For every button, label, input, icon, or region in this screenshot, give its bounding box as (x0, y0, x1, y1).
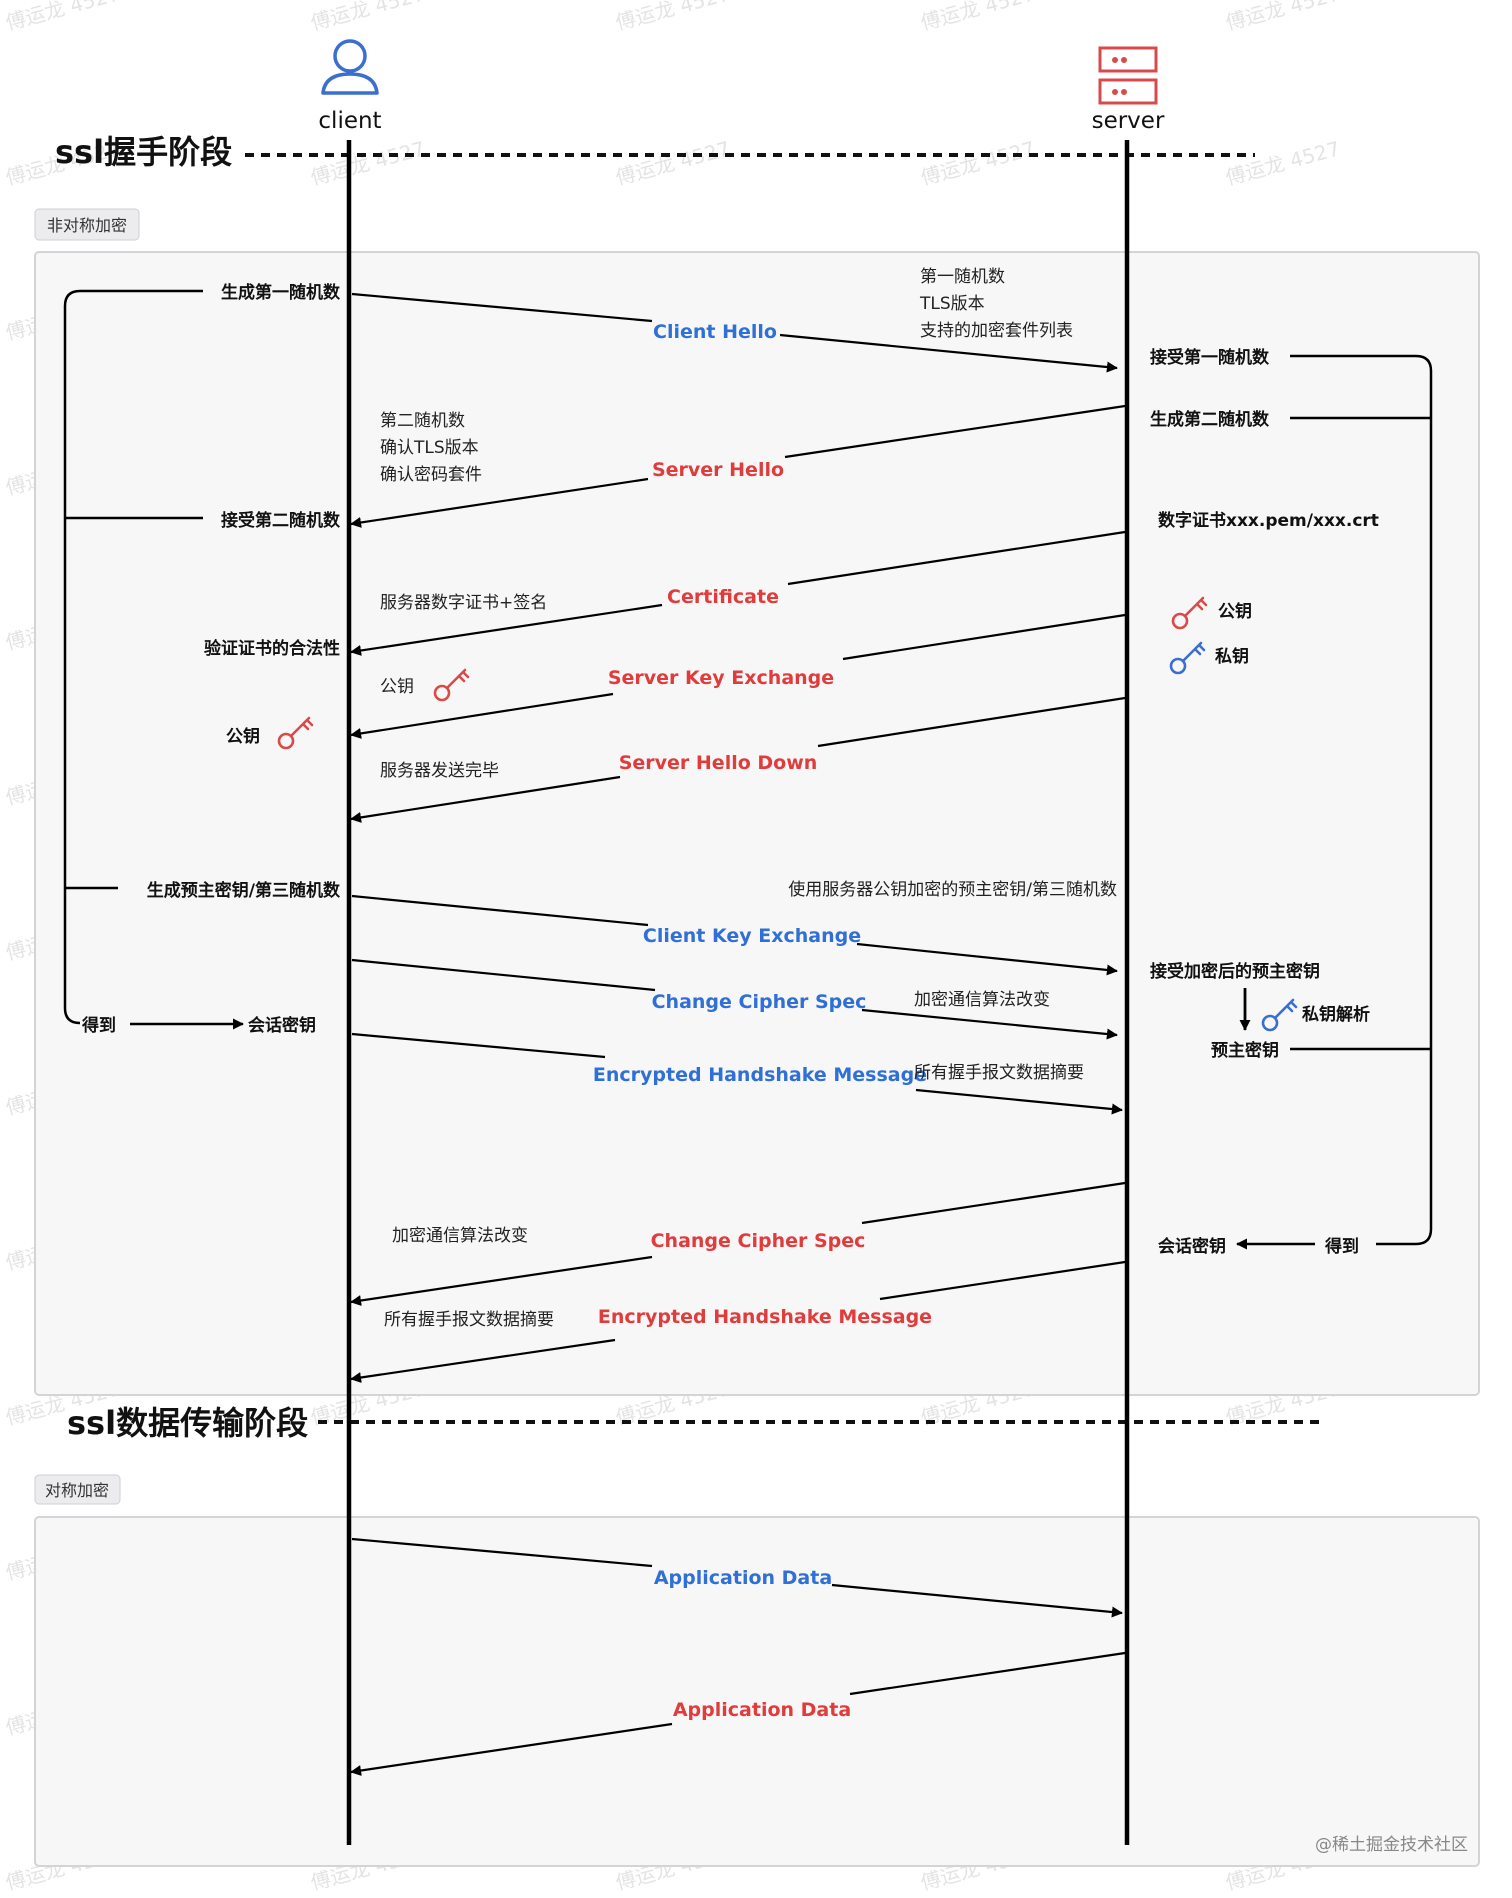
server-recv-encrypted-premaster: 接受加密后的预主密钥 (1150, 961, 1320, 982)
encrypted-handshake-server-note: 所有握手报文数据摘要 (384, 1310, 554, 1330)
change-cipher-spec-client-note: 加密通信算法改变 (914, 990, 1050, 1010)
watermark-text: 傅运龙 4527 (918, 136, 1037, 190)
change-cipher-spec-server-message: Change Cipher Spec (651, 1230, 866, 1252)
server-hello-down-message: Server Hello Down (619, 752, 818, 774)
client-recv-second-random: 接受第二随机数 (221, 510, 341, 531)
client-verify-cert: 验证证书的合法性 (204, 638, 340, 659)
server-private-key-label: 私钥 (1215, 646, 1249, 667)
server-gen-second-random: 生成第二随机数 (1150, 409, 1270, 430)
server-key-exchange-note: 公钥 (380, 677, 414, 697)
client-label: client (318, 108, 381, 134)
client-session-key: 会话密钥 (248, 1015, 316, 1036)
watermark-text: 傅运龙 4527 (613, 0, 732, 35)
watermark-text: 傅运龙 4527 (3, 0, 122, 35)
server-label: server (1092, 108, 1165, 134)
watermark-text: 傅运龙 4527 (613, 136, 732, 190)
svg-text:对称加密: 对称加密 (45, 1481, 109, 1500)
server-hello-down-note: 服务器发送完毕 (380, 761, 499, 781)
server-private-key-decrypt: 私钥解析 (1302, 1004, 1370, 1025)
client-hello-note-2: TLS版本 (919, 294, 985, 314)
client-gen-first-random: 生成第一随机数 (221, 282, 341, 303)
server-hello-note-1: 第二随机数 (380, 411, 465, 431)
server-key-exchange-message: Server Key Exchange (608, 667, 834, 689)
client-hello-note-1: 第一随机数 (920, 267, 1005, 287)
certificate-note: 服务器数字证书+签名 (380, 593, 547, 613)
client-hello-note-3: 支持的加密套件列表 (920, 321, 1073, 341)
encrypted-handshake-client-note: 所有握手报文数据摘要 (914, 1063, 1084, 1083)
server-session-key: 会话密钥 (1158, 1236, 1226, 1257)
watermark-text: 傅运龙 4527 (1223, 136, 1342, 190)
client-user-icon (321, 39, 379, 95)
server-hello-message: Server Hello (652, 459, 784, 481)
application-data-server-message: Application Data (673, 1699, 851, 1721)
credit-label: @稀土掘金技术社区 (1315, 1835, 1468, 1855)
change-cipher-spec-server-note: 加密通信算法改变 (392, 1226, 528, 1246)
handshake-tag: 非对称加密 (34, 208, 140, 241)
transfer-panel (34, 1516, 1480, 1867)
encrypted-handshake-server-message: Encrypted Handshake Message (598, 1306, 932, 1328)
certificate-message: Certificate (667, 586, 779, 608)
svg-text:非对称加密: 非对称加密 (47, 216, 127, 235)
client-hello-message: Client Hello (653, 321, 777, 343)
watermark-text: 傅运龙 4527 (308, 0, 427, 35)
handshake-phase-title: ssl握手阶段 (55, 133, 232, 171)
server-cert-file: 数字证书xxx.pem/xxx.crt (1158, 510, 1379, 531)
watermark-text: 傅运龙 4527 (1223, 0, 1342, 35)
server-get-label: 得到 (1324, 1236, 1359, 1257)
server-hello-note-3: 确认密码套件 (380, 465, 482, 485)
server-premaster-key: 预主密钥 (1211, 1040, 1279, 1061)
encrypted-handshake-client-message: Encrypted Handshake Message (593, 1064, 927, 1086)
client-key-exchange-message: Client Key Exchange (643, 925, 861, 947)
client-get-label: 得到 (81, 1015, 116, 1036)
server-recv-first-random: 接受第一随机数 (1150, 347, 1270, 368)
change-cipher-spec-client-message: Change Cipher Spec (652, 991, 867, 1013)
application-data-client-message: Application Data (654, 1567, 832, 1589)
transfer-phase-title: ssl数据传输阶段 (67, 1404, 308, 1442)
server-icon (1098, 46, 1158, 105)
server-public-key-label: 公钥 (1218, 601, 1252, 622)
server-bracket (1290, 354, 1433, 1246)
client-key-exchange-note: 使用服务器公钥加密的预主密钥/第三随机数 (788, 879, 1117, 900)
watermark-text: 傅运龙 4527 (918, 0, 1037, 35)
watermark-text: 傅运龙 4527 (308, 136, 427, 190)
client-gen-premaster: 生成预主密钥/第三随机数 (147, 880, 341, 901)
transfer-tag: 对称加密 (34, 1474, 121, 1505)
server-hello-note-2: 确认TLS版本 (380, 438, 479, 458)
client-bracket (63, 289, 203, 1025)
client-public-key-label: 公钥 (226, 726, 260, 747)
